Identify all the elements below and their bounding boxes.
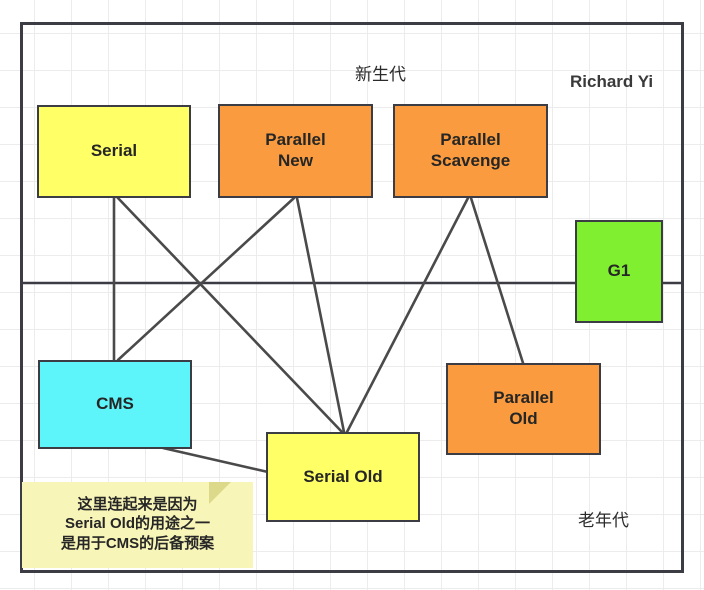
connector-parallel-scavenge-serial-old [345, 196, 470, 434]
watermark-author: Richard Yi [570, 72, 654, 91]
node-parallel-new[interactable]: Parallel New [218, 104, 373, 198]
note-fold-corner [209, 482, 231, 504]
node-serial[interactable]: Serial [37, 105, 191, 198]
label-old-generation: 老年代 [578, 511, 629, 530]
connector-serial-serial-old [115, 195, 344, 434]
connector-parallel-new-cms [116, 196, 296, 362]
connector-cms-serial-old [161, 446, 270, 474]
connector-parallel-scavenge-parallel-old [469, 196, 525, 365]
node-cms[interactable]: CMS [38, 360, 192, 449]
label-young-generation: 新生代 [355, 65, 406, 84]
connector-parallel-new-serial-old [295, 196, 346, 434]
annotation-note: 这里连起来是因为 Serial Old的用途之一 是用于CMS的后备预案 [22, 482, 253, 568]
node-parallel-scavenge[interactable]: Parallel Scavenge [393, 104, 548, 198]
node-parallel-old[interactable]: Parallel Old [446, 363, 601, 455]
node-serial-old[interactable]: Serial Old [266, 432, 420, 522]
outer-frame [20, 22, 684, 573]
node-g1[interactable]: G1 [575, 220, 663, 323]
